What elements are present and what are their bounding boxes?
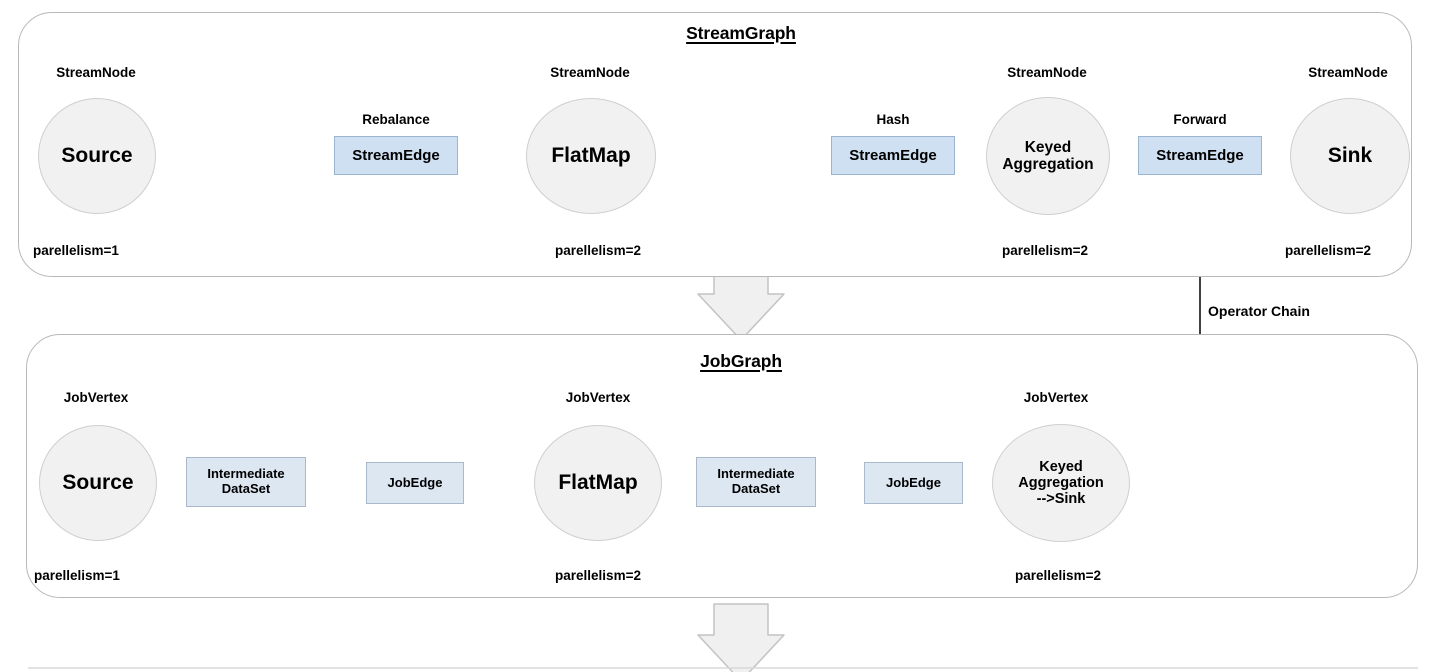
sg-node2-parallelism: parellelism=2 [555,243,641,258]
sg-streamedge-box-rebalance-label: StreamEdge [352,146,440,164]
sg-node3-parallelism: parellelism=2 [1002,243,1088,258]
transform-arrow-jobgraph-to-next [697,603,785,672]
jg-ds1-line1: Intermediate [207,466,285,482]
jg-ds1-line2: DataSet [221,481,271,496]
sg-streamedge-box-forward-label: StreamEdge [1156,146,1244,164]
sg-streamedge-box-hash-label: StreamEdge [849,146,937,164]
jg-intermediate-dataset-2-label: Intermediate DataSet [717,466,795,497]
sg-streamedge-box-forward[interactable]: StreamEdge [1138,136,1262,175]
sg-edge1-strategy-label: Rebalance [362,112,430,127]
jg-chained-line3: -->Sink [1036,491,1086,508]
sg-node-sink[interactable]: Sink [1290,98,1410,214]
sg-node3-type-label: StreamNode [1007,65,1087,80]
jg-node-flatmap[interactable]: FlatMap [534,425,662,541]
jg-intermediate-dataset-1-label: Intermediate DataSet [207,466,285,497]
jg-node1-parallelism: parellelism=1 [34,568,120,583]
jg-node2-parallelism: parellelism=2 [555,568,641,583]
sg-node4-type-label: StreamNode [1308,65,1388,80]
jg-ds2-line1: Intermediate [717,466,795,482]
operator-chain-label: Operator Chain [1208,303,1310,319]
sg-streamedge-box-hash[interactable]: StreamEdge [831,136,955,175]
sg-node1-parallelism: parellelism=1 [33,243,119,258]
sg-node-flatmap-label: FlatMap [551,144,631,168]
jg-jobedge-2-label: JobEdge [886,474,941,490]
sg-node-sink-label: Sink [1327,144,1373,168]
sg-node1-type-label: StreamNode [56,65,136,80]
jg-jobedge-1-label: JobEdge [387,474,443,490]
jg-node3-type-label: JobVertex [1023,390,1089,405]
sg-keyed-line2: Aggregation [1002,156,1094,173]
sg-node-source[interactable]: Source [38,98,156,214]
jg-node-keyed-aggregation-sink[interactable]: Keyed Aggregation -->Sink [992,424,1130,542]
sg-node-keyed-aggregation[interactable]: Keyed Aggregation [986,97,1110,215]
jg-chained-line2: Aggregation [1018,474,1104,491]
jg-ds2-line2: DataSet [731,481,781,496]
sg-node4-parallelism: parellelism=2 [1285,243,1371,258]
jg-node1-type-label: JobVertex [63,390,129,405]
jg-jobedge-2[interactable]: JobEdge [864,462,963,504]
jobgraph-title: JobGraph [700,351,782,371]
sg-edge3-strategy-label: Forward [1173,112,1227,127]
streamgraph-title: StreamGraph [686,23,796,43]
jg-node2-type-label: JobVertex [565,390,631,405]
jg-node3-parallelism: parellelism=2 [1015,568,1101,583]
streamgraph-panel [18,12,1412,277]
jg-node-source-label: Source [62,471,134,495]
jg-node-chained-label: Keyed Aggregation -->Sink [1018,459,1103,508]
jg-chained-line1: Keyed [1039,458,1083,475]
jg-intermediate-dataset-1[interactable]: Intermediate DataSet [186,457,306,507]
sg-node-flatmap[interactable]: FlatMap [526,98,656,214]
sg-streamedge-box-rebalance[interactable]: StreamEdge [334,136,458,175]
jg-intermediate-dataset-2[interactable]: Intermediate DataSet [696,457,816,507]
sg-edge2-strategy-label: Hash [876,112,910,127]
jg-jobedge-1[interactable]: JobEdge [366,462,464,504]
sg-node2-type-label: StreamNode [550,65,630,80]
jg-node-flatmap-label: FlatMap [558,471,638,495]
sg-node-keyed-aggregation-label: Keyed Aggregation [1002,139,1093,174]
jg-node-source[interactable]: Source [39,425,157,541]
sg-keyed-line1: Keyed [1024,138,1072,156]
sg-node-source-label: Source [61,144,133,168]
